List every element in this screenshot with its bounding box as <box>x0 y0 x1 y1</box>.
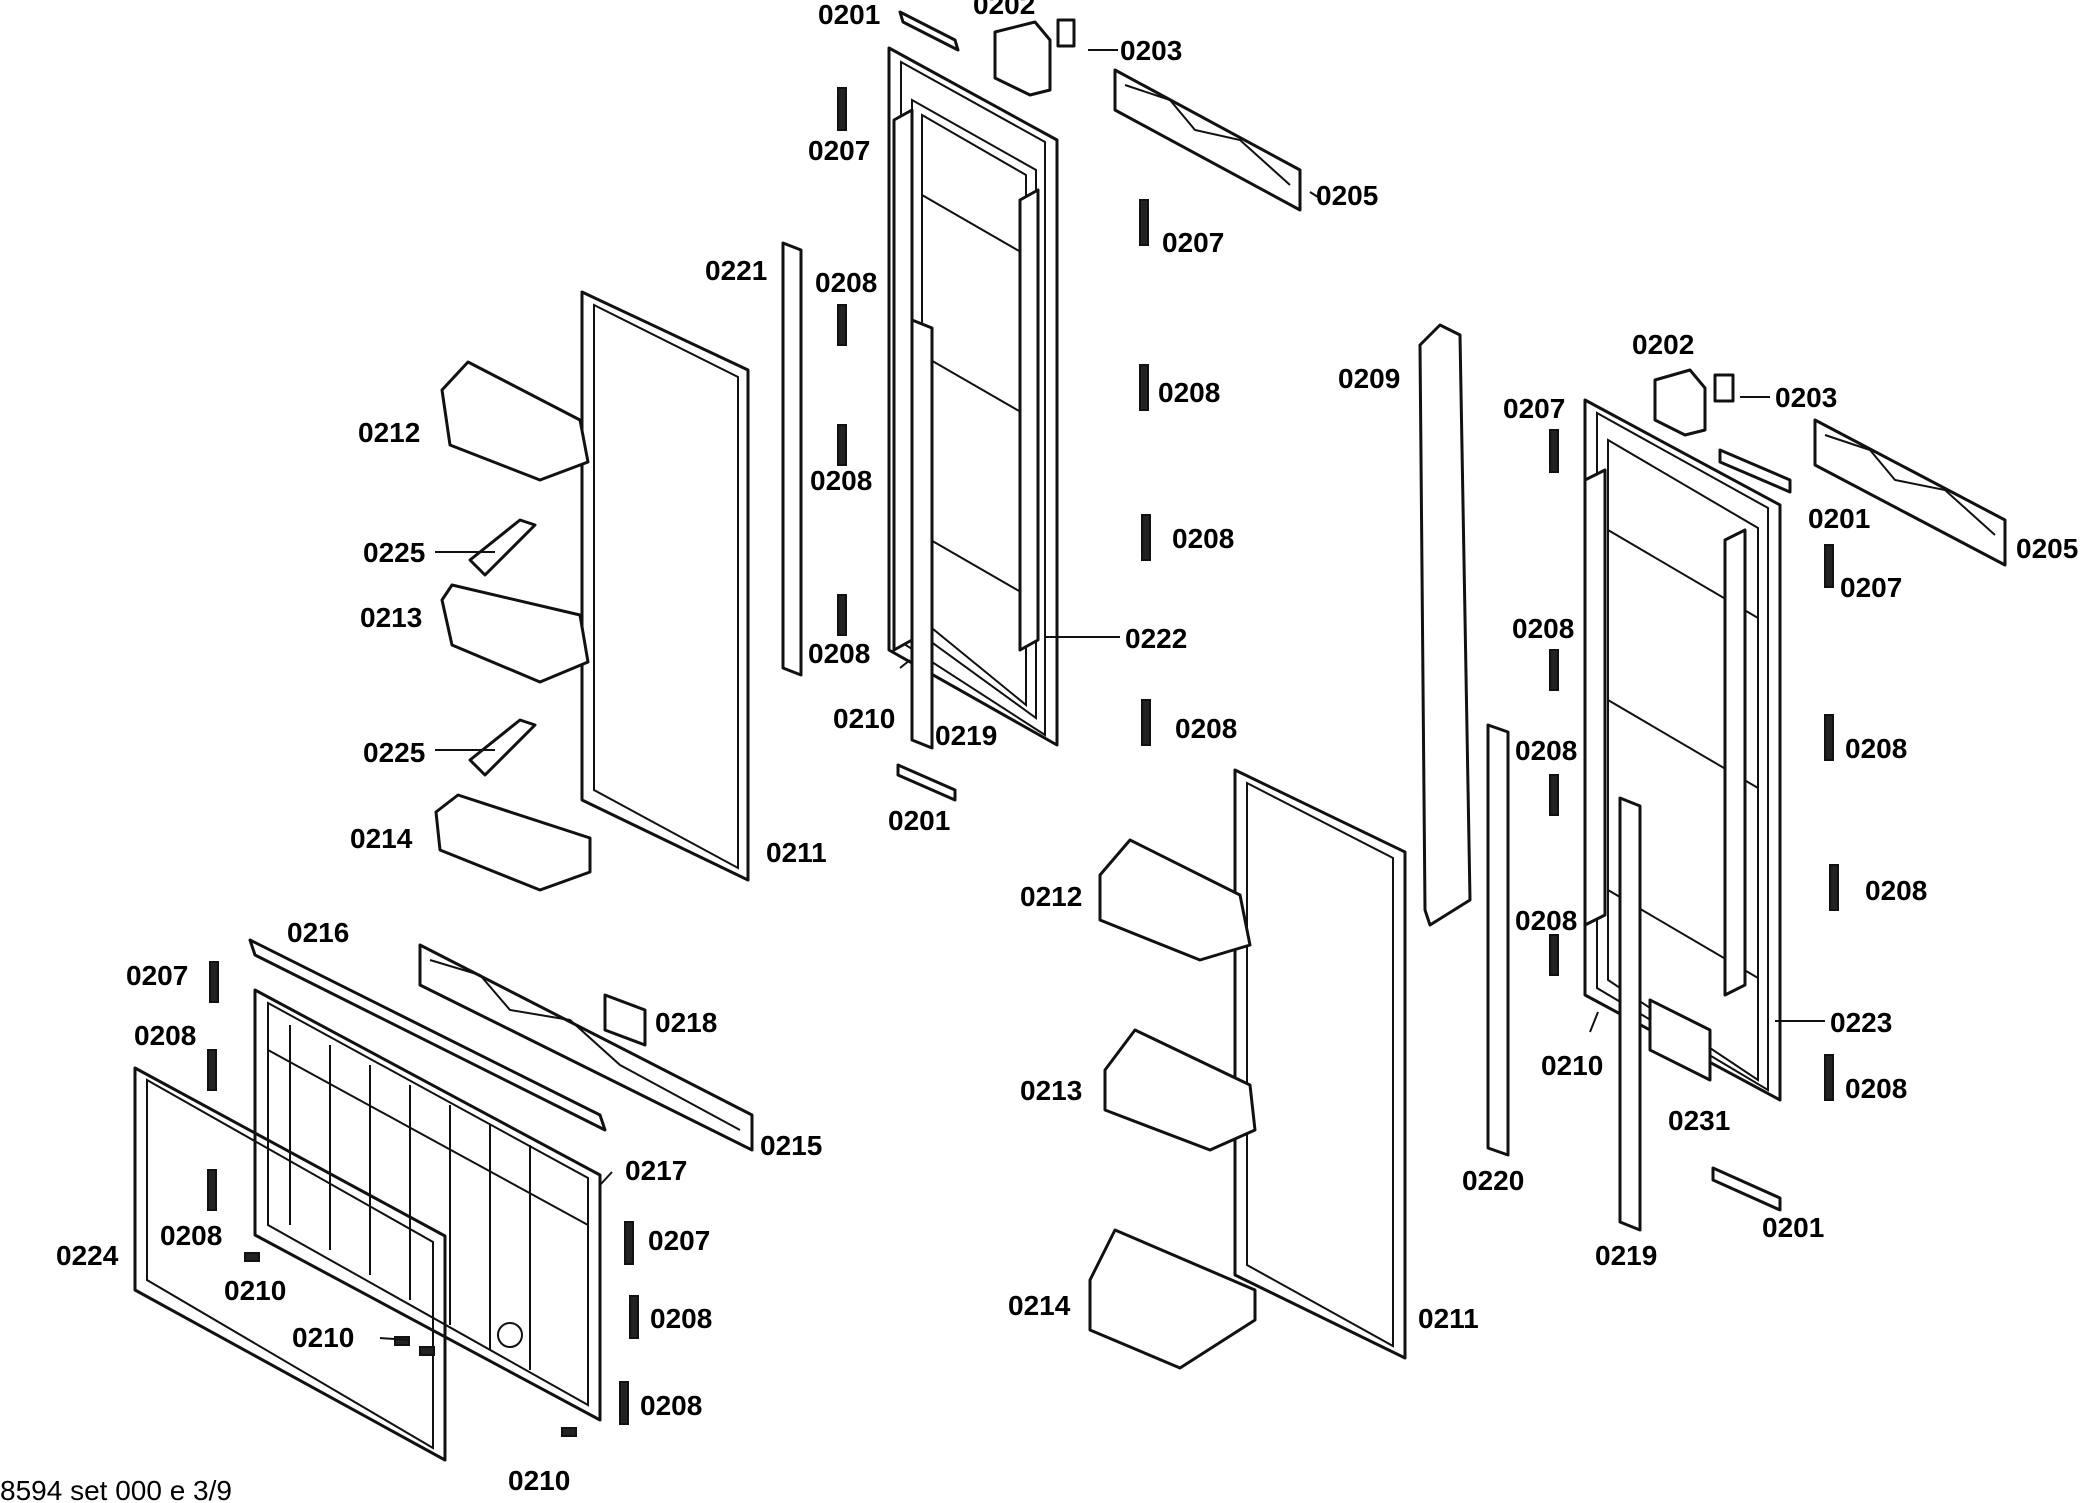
label-d2_0202: 0202 <box>1632 329 1694 360</box>
label-d2_0213: 0213 <box>1020 1075 1082 1106</box>
label-d1_0212: 0212 <box>358 417 420 448</box>
label-d1_0211: 0211 <box>766 837 827 868</box>
label-d3_0208c: 0208 <box>650 1303 712 1334</box>
label-d2_0211: 0211 <box>1418 1303 1479 1334</box>
label-d1_0203: 0203 <box>1120 35 1182 66</box>
label-d1_0201b: 0201 <box>888 805 950 836</box>
label-d2_0207b: 0207 <box>1840 572 1902 603</box>
label-d1_0219: 0219 <box>935 720 997 751</box>
label-d2_0214: 0214 <box>1008 1290 1071 1321</box>
label-d2_0209: 0209 <box>1338 363 1400 394</box>
label-d3_0208a: 0208 <box>134 1020 196 1051</box>
label-d1_0225b: 0225 <box>363 737 425 768</box>
label-d3_0215: 0215 <box>760 1130 822 1161</box>
label-d2_0210: 0210 <box>1541 1050 1603 1081</box>
label-d3_0207a: 0207 <box>126 960 188 991</box>
label-d2_0208b: 0208 <box>1845 733 1907 764</box>
label-d3_0210a: 0210 <box>224 1275 286 1306</box>
label-d1_0221: 0221 <box>705 255 767 286</box>
label-d2_0205: 0205 <box>2016 533 2078 564</box>
label-d3_0218: 0218 <box>655 1007 717 1038</box>
label-d1_0213: 0213 <box>360 602 422 633</box>
label-d1_0214: 0214 <box>350 823 413 854</box>
label-d2_0201b: 0201 <box>1762 1212 1824 1243</box>
label-d1_0201: 0201 <box>818 0 880 30</box>
label-d2_0208c: 0208 <box>1515 735 1577 766</box>
label-d1_0208b: 0208 <box>1158 377 1220 408</box>
label-d3_0208b: 0208 <box>160 1220 222 1251</box>
label-d2_0201: 0201 <box>1808 503 1870 534</box>
label-d2_0208d: 0208 <box>1865 875 1927 906</box>
diagram-footer-caption: 8594 set 000 e 3/9 <box>0 1475 232 1503</box>
label-d1_0208e: 0208 <box>808 638 870 669</box>
label-d3_0216: 0216 <box>287 917 349 948</box>
label-d1_0208a: 0208 <box>815 267 877 298</box>
label-d3_0208d: 0208 <box>640 1390 702 1421</box>
label-d1_0208d: 0208 <box>1172 523 1234 554</box>
label-d3_0217: 0217 <box>625 1155 687 1186</box>
right-door-assembly <box>1088 323 2007 1370</box>
label-d2_0231: 0231 <box>1668 1105 1730 1136</box>
label-d2_0208f: 0208 <box>1845 1073 1907 1104</box>
leader-lines <box>379 49 1825 1341</box>
label-d1_0225a: 0225 <box>363 537 425 568</box>
label-d2_0212: 0212 <box>1020 881 1082 912</box>
label-d3_0224: 0224 <box>56 1240 119 1271</box>
label-d1_0208f: 0208 <box>1175 713 1237 744</box>
part-labels: 0201 0202 0203 0205 0207 0207 0221 0208 … <box>56 0 2078 1496</box>
label-d1_0205: 0205 <box>1316 180 1378 211</box>
label-d2_0219: 0219 <box>1595 1240 1657 1271</box>
label-d3_0207b: 0207 <box>648 1225 710 1256</box>
label-d3_0210b: 0210 <box>292 1322 354 1353</box>
label-d2_0207a: 0207 <box>1503 393 1565 424</box>
label-d2_0208a: 0208 <box>1512 613 1574 644</box>
label-d2_0223: 0223 <box>1830 1007 1892 1038</box>
label-d1_0222: 0222 <box>1125 623 1187 654</box>
label-d2_0220: 0220 <box>1462 1165 1524 1196</box>
freezer-door-assembly <box>133 938 754 1462</box>
label-d2_0203: 0203 <box>1775 382 1837 413</box>
label-d2_0208e: 0208 <box>1515 905 1577 936</box>
left-door-assembly <box>434 10 1302 892</box>
label-d1_0208c: 0208 <box>810 465 872 496</box>
label-d1_0207b: 0207 <box>1162 227 1224 258</box>
label-d1_0207a: 0207 <box>808 135 870 166</box>
label-d1_0210: 0210 <box>833 703 895 734</box>
label-d1_0202: 0202 <box>973 0 1035 20</box>
label-d3_0210c: 0210 <box>508 1465 570 1496</box>
